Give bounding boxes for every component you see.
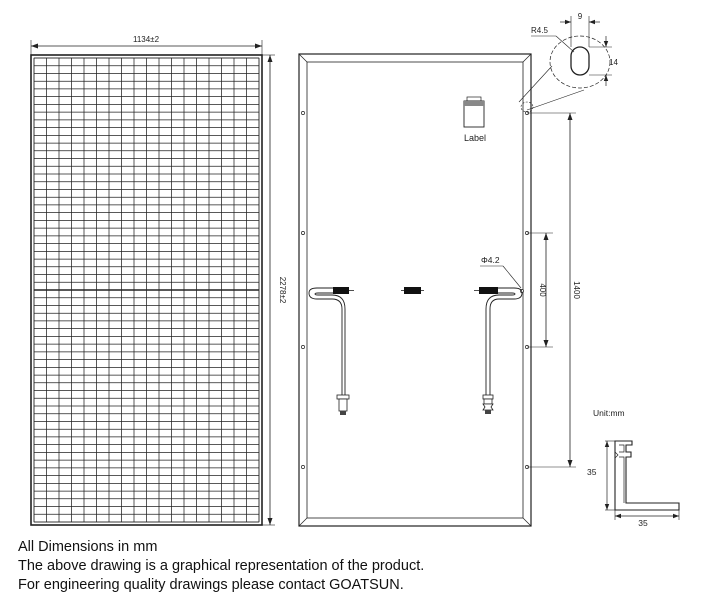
frame-width-dim: 35 (638, 518, 648, 528)
hole-pitch-1400: 1400 (572, 281, 581, 299)
label-caption: Label (464, 133, 486, 143)
front-width-dim: 1134±2 (133, 35, 160, 44)
rear-view: Label Φ4.2 (298, 53, 532, 527)
unit-text: Unit:mm (593, 408, 625, 418)
note-representation: The above drawing is a graphical represe… (18, 558, 425, 574)
front-view: 1134±2 2278±2 (30, 35, 287, 526)
frame-profile: Unit:mm 35 35 (587, 408, 680, 528)
slot-radius-dim: R4.5 (531, 26, 548, 35)
slot-width-dim: 9 (578, 12, 583, 21)
cell-grid (33, 57, 260, 523)
slot-detail: 9 R4.5 14 (518, 12, 618, 113)
note-dimensions: All Dimensions in mm (18, 539, 158, 555)
slot-height-dim: 14 (609, 58, 618, 67)
hole-diameter-callout: Φ4.2 (481, 255, 500, 265)
module-drawing: 1134±2 2278±2 Label (30, 12, 680, 528)
hole-pitch-dimensions: 400 1400 (527, 112, 581, 468)
hole-pitch-400: 400 (538, 283, 547, 297)
frame-height-dim: 35 (587, 467, 597, 477)
note-contact: For engineering quality drawings please … (18, 577, 404, 593)
notes-block: All Dimensions in mm The above drawing i… (18, 538, 698, 595)
front-height-dim: 2278±2 (278, 277, 287, 304)
